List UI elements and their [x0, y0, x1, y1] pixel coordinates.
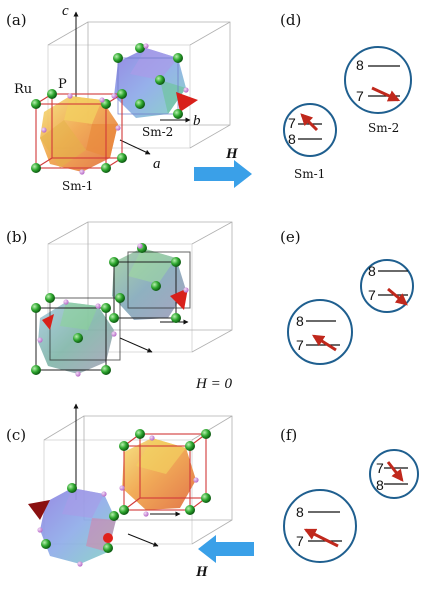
- level-7-sm2-f: 7: [376, 460, 384, 476]
- sm2-cage-c: [122, 433, 207, 511]
- field-label-c: H: [195, 564, 209, 580]
- level-7-sm2-d: 7: [356, 88, 364, 104]
- panel-label-b: (b): [6, 228, 27, 246]
- sm2-cage: [114, 48, 186, 118]
- panel-a: (a) c a b Sm-2: [6, 3, 252, 193]
- level-7-sm2-e: 7: [368, 287, 376, 303]
- sm1-cage: [40, 96, 118, 172]
- spin-arrow-sm1-f: [303, 528, 339, 548]
- spin-arrow-sm2-d: [371, 86, 401, 102]
- panel-f: (f) 7 8 8 7: [280, 426, 419, 563]
- level-8-sm1-e: 8: [296, 313, 304, 329]
- sm2-label-d: Sm-2: [368, 121, 399, 135]
- spin-arrow-sm2-f: [386, 461, 404, 482]
- spin-arrow-sm2-e: [387, 287, 408, 306]
- sm1-label-d: Sm-1: [294, 167, 325, 181]
- a-axis-c: [127, 533, 159, 547]
- sm1-spin-tip-c: [103, 533, 113, 543]
- level-8-sm2-d: 8: [356, 57, 364, 73]
- a-axis: [119, 139, 151, 155]
- p-label: P: [58, 77, 67, 92]
- panel-label-a: (a): [6, 11, 27, 29]
- panel-d: (d) 7 8 8 7 Sm-2 Sm-1: [280, 11, 412, 181]
- level-8-sm2-e: 8: [368, 263, 376, 279]
- spin-arrow-sm1-d: [300, 113, 319, 132]
- field-label-a: H: [225, 146, 239, 162]
- sm2-label-a: Sm-2: [142, 125, 173, 139]
- level-7-sm1-e: 7: [296, 337, 304, 353]
- panel-b: (b): [6, 221, 232, 392]
- sm1-levels-circle-e: [287, 299, 353, 365]
- sm2-cage-b: [112, 248, 191, 320]
- level-7-sm1-d: 7: [288, 115, 296, 131]
- panel-label-d: (d): [280, 11, 301, 29]
- sm1-spin-arrow-b: [42, 314, 54, 330]
- panel-e: (e) 8 7 8 7: [280, 228, 414, 365]
- sm2-spin-arrow: [176, 92, 198, 112]
- sm1-spin-arrow-c: [28, 500, 50, 520]
- field-arrow-left: [198, 535, 254, 563]
- level-7-sm1-f: 7: [296, 533, 304, 549]
- a-axis-label: a: [153, 156, 161, 172]
- b-axis-label: b: [193, 113, 201, 129]
- ru-label: Ru: [14, 82, 32, 97]
- sm2-spin-arrow-b: [170, 288, 188, 310]
- panel-label-c: (c): [6, 426, 26, 444]
- sm2-levels-circle-d: [344, 46, 412, 114]
- panel-label-e: (e): [280, 228, 301, 246]
- c-axis-label: c: [62, 3, 69, 19]
- spin-arrow-sm1-e: [311, 334, 337, 352]
- zero-field-label: H = 0: [195, 376, 232, 392]
- panel-c: (c): [6, 403, 254, 580]
- a-axis-b: [119, 337, 153, 353]
- level-8-sm1-f: 8: [296, 504, 304, 520]
- sm2-levels-circle-f: [369, 449, 419, 499]
- sm1-label-a: Sm-1: [62, 179, 93, 193]
- panel-label-f: (f): [280, 426, 297, 444]
- sm2-levels-circle-e: [360, 259, 414, 313]
- sm1-levels-circle-d: [283, 103, 337, 157]
- sm1-cage-c: [40, 488, 116, 564]
- sm1-levels-circle-f: [283, 489, 357, 563]
- level-8-sm1-d: 8: [288, 131, 296, 147]
- level-8-sm2-f: 8: [376, 477, 384, 493]
- field-arrow-right: [194, 160, 252, 188]
